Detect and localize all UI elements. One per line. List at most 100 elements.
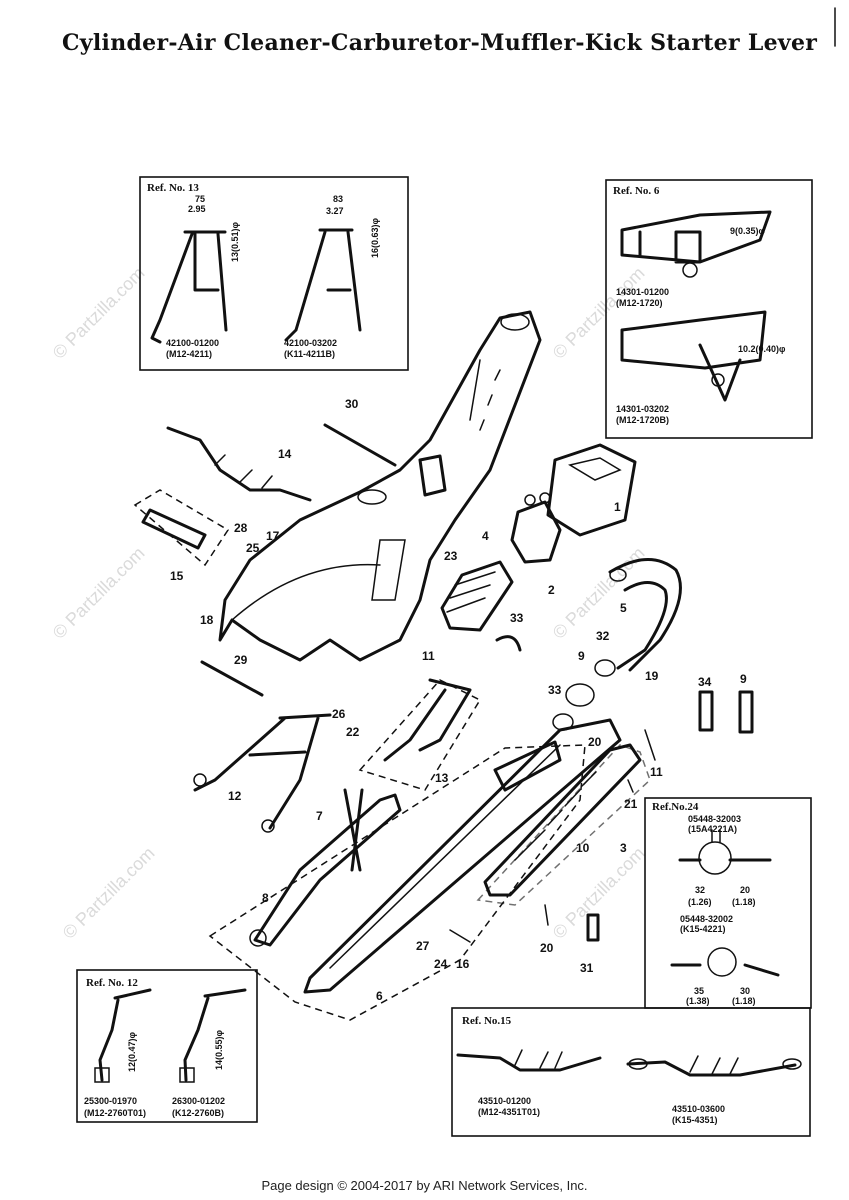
callout-12: 11 [422,649,435,663]
ref12-dim-1: 12(0.47)φ [127,1031,137,1072]
air-cleaner-part [546,443,637,537]
callout-31: 30 [345,397,359,411]
ref13-dim-5: 13(0.51)φ [230,221,240,262]
ref6-dim-2: 10.2(0.40)φ [738,344,786,354]
callout-29: 28 [234,521,248,535]
watermarks: © Partzilla.com © Partzilla.com © Partzi… [49,263,649,943]
inset-ref-13-title: Ref. No. 13 [147,182,199,194]
watermark-upper-right: © Partzilla.com [549,263,649,363]
ref24-dim-7: (1.38) [686,996,710,1006]
kick-lever-part [249,793,402,947]
callout-11: 11 [650,765,663,779]
exhaust-pipe-part [608,558,682,672]
callout-13: 12 [228,789,242,803]
callout-23: 22 [346,725,360,739]
gasket-33-bottom [552,713,574,731]
callout-1: 1 [614,500,621,514]
callout-10: 10 [576,841,590,855]
muffler-part [208,718,622,1021]
gasket-9 [565,683,595,707]
rod-part-2 [350,788,364,872]
callout-35: 34 [698,675,712,689]
ref13-dim-2: 2.95 [188,204,206,214]
clamp-11 [644,729,656,761]
inset-ref-24-title: Ref.No.24 [652,801,699,813]
cylinder-part [440,560,514,632]
ref6-dim-1: 9(0.35)φ [730,226,766,236]
ref13-dim-1: 75 [195,194,205,204]
nut-32 [586,913,600,942]
watermark-left: © Partzilla.com [49,543,149,643]
callout-labels: 1 2 3 4 5 6 7 8 9 9 11 11 12 13 14 15 16… [170,397,747,1003]
inset-ref-12-title: Ref. No. 12 [86,977,138,989]
ref24-part-4: (K15-4221) [680,924,726,934]
ref13-part-1: 42100-01200 [166,338,219,348]
callout-33a: 32 [596,629,610,643]
callout-20b: 20 [588,735,602,749]
inset-ref-24: Ref.No.24 05448-32003 (15A4221A) 32 20 (… [644,797,812,1009]
handlebar-part [166,426,312,502]
ref24-part-3: 05448-32002 [680,914,733,924]
ref13-part-2: (M12-4211) [166,349,212,359]
grip-part [133,489,230,567]
gasket-33-top [594,659,616,677]
callout-9b: 9 [740,672,747,686]
spring-9 [738,690,754,734]
ref6-part-2: (M12-1720) [616,298,663,308]
ref24-dim-3: (1.26) [688,897,712,907]
ref13-dim-6: 16(0.63)φ [370,217,380,258]
ref12-part-1: 25300-01970 [84,1096,137,1106]
clip-34 [495,635,522,652]
callout-25: 24 [434,957,448,971]
callout-20a: 19 [645,669,659,683]
inset-ref-13: Ref. No. 13 75 2.95 83 3.27 13(0.51)φ 16… [139,176,409,371]
callout-22: 21 [624,797,638,811]
inset-ref-15-title: Ref. No.15 [462,1015,512,1027]
callout-7: 7 [316,809,323,823]
ref24-dim-5: 35 [694,986,704,996]
ref24-part-1: 05448-32003 [688,814,741,824]
frame-part [218,310,542,662]
callout-14: 13 [435,771,449,785]
ref13-dim-4: 3.27 [326,206,344,216]
plug-35 [698,690,714,732]
bolt-21 [544,904,549,926]
callout-32: 31 [580,961,594,975]
ref13-part-3: 42100-03202 [284,338,337,348]
callout-9a: 9 [578,649,585,663]
ref24-dim-1: 32 [695,885,705,895]
bolt-22 [627,779,634,793]
callout-5: 5 [620,601,627,615]
ref12-part-3: 26300-01202 [172,1096,225,1106]
callout-30: 29 [234,653,248,667]
watermark-mid: © Partzilla.com [549,543,649,643]
callout-4: 4 [482,529,489,543]
callout-33b: 33 [548,683,562,697]
callout-8: 8 [262,891,269,905]
inset-ref-6-title: Ref. No. 6 [613,185,660,197]
callout-19: 18 [200,613,214,627]
ref12-dim-2: 14(0.55)φ [214,1029,224,1070]
inset-ref-12: Ref. No. 12 12(0.47)φ 14(0.55)φ 25300-01… [76,969,258,1123]
ref15-part-4: (K15-4351) [672,1115,718,1125]
callout-15: 14 [278,447,292,461]
heat-guard-part [476,743,651,906]
ref12-part-4: (K12-2760B) [172,1108,224,1118]
callout-18: 17 [266,529,280,543]
callout-3: 3 [620,841,627,855]
ref24-dim-2: 20 [740,885,750,895]
stand-part [193,713,332,833]
callout-24: 23 [444,549,458,563]
watermark-lower-left: © Partzilla.com [59,843,159,943]
callout-27: 26 [332,707,346,721]
ref15-part-3: 43510-03600 [672,1104,725,1114]
inset-ref-6: Ref. No. 6 9(0.35)φ 10.2(0.40)φ 14301-01… [605,179,813,439]
rod-part [343,788,362,872]
ref6-part-3: 14301-03202 [616,404,669,414]
ref6-part-4: (M12-1720B) [616,415,669,425]
callout-16: 15 [170,569,184,583]
callout-17: 16 [456,957,470,971]
brake-pedal-part [358,678,482,791]
bolt-30 [200,660,264,697]
